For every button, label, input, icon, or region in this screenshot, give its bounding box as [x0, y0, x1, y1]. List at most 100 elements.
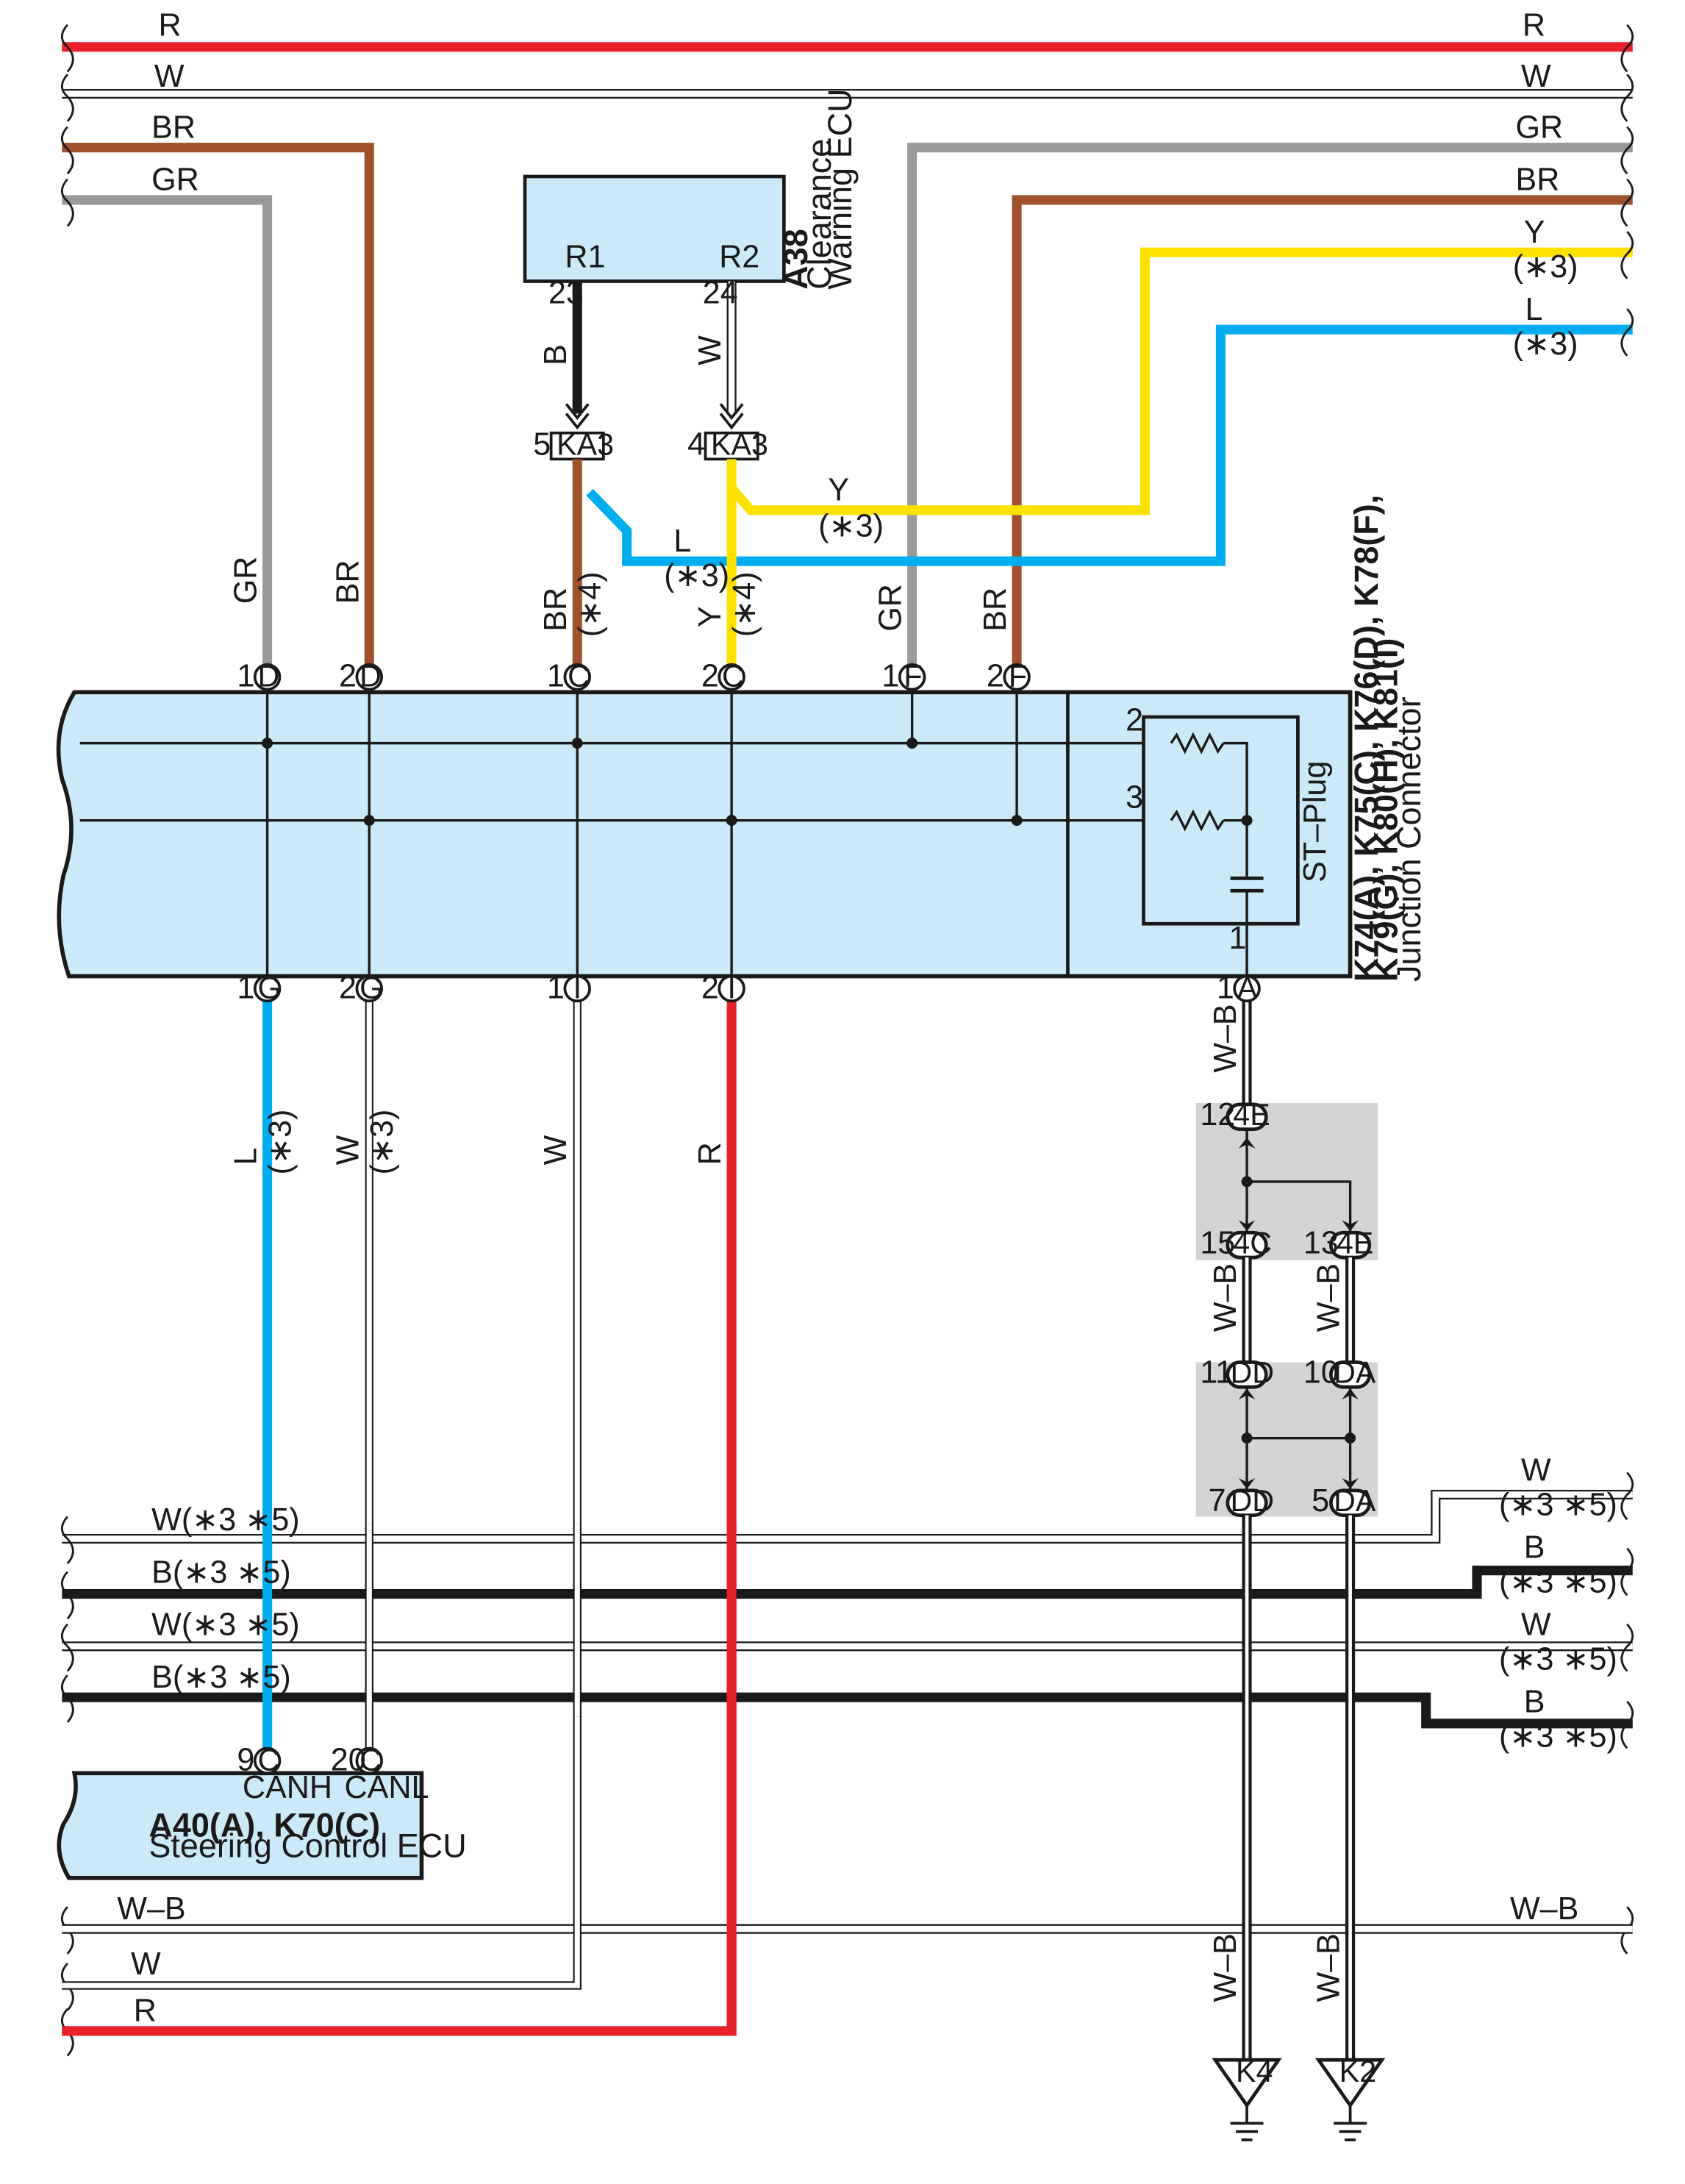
pin-c2-letter: C	[722, 660, 744, 693]
ka3-right-label: KA3	[711, 428, 768, 462]
pin-d2-num: 2	[339, 659, 357, 694]
wire-y-right	[728, 247, 1633, 515]
label-l-mid-note: (∗3)	[664, 558, 729, 593]
splice-c5: DA	[1334, 1484, 1376, 1518]
pin-f2-letter: F	[1009, 660, 1027, 693]
pin-canh: C 9	[237, 1742, 282, 1778]
label-br-d2: BR	[330, 560, 365, 604]
pin-i2-letter: I	[728, 971, 736, 1004]
junction-bottom-pins: G 1 G 2 I 1 I 2 A 1	[237, 970, 1261, 1006]
st-plug-label: ST–Plug	[1298, 761, 1333, 882]
can-wire-b1	[62, 1566, 1633, 1599]
pin-a1: A 1	[1217, 970, 1261, 1006]
label-r-bottom: R	[134, 1994, 157, 2029]
splice-p15: 15	[1200, 1225, 1235, 1260]
ground-k2: K2	[1315, 2055, 1386, 2141]
break-marks-lower	[60, 1471, 1634, 2057]
label-can-w2-right: W	[1521, 1607, 1551, 1643]
label-wb-k2: W–B	[1312, 1933, 1347, 2002]
label-w-left: W	[154, 59, 185, 94]
can-wire-w1	[62, 1489, 1633, 1544]
steering-canh: CANH	[243, 1770, 332, 1805]
pin-d2: D 2	[339, 659, 383, 694]
pin-f2: F 2	[987, 659, 1031, 694]
pin-i1-num: 1	[547, 970, 565, 1005]
wire-gr-right	[907, 143, 1633, 666]
pin-g1-letter: G	[257, 971, 281, 1004]
label-y-c2: Y	[693, 606, 728, 627]
pin-f1-letter: F	[904, 660, 922, 693]
label-gr-right: GR	[1515, 110, 1563, 145]
label-wb-bottom-left: W–B	[117, 1891, 185, 1927]
pin-a1-letter: A	[1237, 971, 1258, 1004]
label-l-g1: L	[229, 1147, 264, 1165]
pin-canl-letter: C	[359, 1743, 382, 1777]
wire-l-right	[586, 324, 1633, 566]
splice-p12: 12	[1200, 1097, 1235, 1132]
pin-canh-num: 9	[237, 1742, 254, 1777]
label-y-mid-note: (∗3)	[818, 508, 884, 543]
label-r-i2: R	[693, 1142, 728, 1165]
label-l-mid: L	[673, 524, 691, 559]
a38-pin-r2: R2	[719, 240, 759, 275]
junction-connector	[56, 690, 1353, 979]
splice-p10: 10	[1303, 1355, 1339, 1391]
a38-ecu: R1 R2	[523, 174, 786, 283]
wire-br-left	[62, 143, 374, 666]
pin-d1-letter: D	[257, 660, 279, 693]
label-can-b2-right-note: (∗3 ∗5)	[1499, 1719, 1617, 1755]
label-r-left: R	[159, 8, 182, 43]
splice-c7: DD	[1231, 1484, 1275, 1518]
st-plug: ST–Plug 2 3 1	[1126, 703, 1333, 977]
label-can-b1-right-note: (∗3 ∗5)	[1499, 1565, 1617, 1600]
splice-conn-15-4c: 4C 15	[1200, 1225, 1272, 1260]
label-br-c1: BR	[538, 588, 573, 632]
pin-canh-letter: C	[257, 1743, 279, 1777]
pin-i1: I 1	[547, 970, 591, 1006]
label-can-w1-right-note: (∗3 ∗5)	[1499, 1488, 1617, 1523]
pin-c2-num: 2	[701, 659, 719, 694]
pin-g2-letter: G	[359, 971, 383, 1004]
label-wb-splice-left: W–B	[1208, 1263, 1243, 1332]
steering-name: Steering Control ECU	[149, 1827, 466, 1865]
label-wb-a1: W–B	[1208, 1004, 1243, 1072]
pin-c1-num: 1	[547, 659, 565, 694]
steering-ecu: CANH CANL A40(A), K70(C) Steering Contro…	[57, 1770, 467, 1880]
label-can-b2-left: B(∗3 ∗5)	[151, 1660, 291, 1695]
wire-gr-left	[62, 195, 273, 666]
label-br-f2: BR	[978, 588, 1013, 632]
label-r-right: R	[1523, 8, 1545, 43]
splice-c13: 4E	[1337, 1226, 1373, 1260]
label-can-b1-left: B(∗3 ∗5)	[151, 1555, 291, 1590]
label-y-right-note: (∗3)	[1513, 249, 1578, 285]
label-wb-bottom-right: W–B	[1510, 1891, 1578, 1927]
pin-i2-num: 2	[701, 970, 719, 1005]
label-wb-k4: W–B	[1208, 1933, 1243, 2002]
label-w-a38: W	[693, 335, 728, 365]
pin-f1: F 1	[881, 659, 926, 694]
a38-name-line1: Clearance	[801, 139, 838, 290]
st-pin-3: 3	[1126, 780, 1143, 816]
pin-canl-num: 20	[331, 1742, 366, 1777]
label-y-c2-note: (∗4)	[727, 571, 762, 637]
ground-k2-label: K2	[1339, 2055, 1376, 2088]
pin-canl: C 20	[331, 1742, 383, 1778]
ka3-right-pin: 4	[687, 427, 705, 463]
label-l-right: L	[1525, 292, 1543, 327]
pin-a1-num: 1	[1217, 970, 1234, 1005]
label-br-left: BR	[151, 110, 196, 145]
ka3-connector-left: KA3	[549, 428, 614, 462]
st-pin-2: 2	[1126, 703, 1143, 738]
pin-c1-letter: C	[568, 660, 590, 693]
label-br-c1-note: (∗4)	[573, 571, 608, 637]
label-l-right-note: (∗3)	[1513, 326, 1578, 362]
a38-label: A38 Clearance Warning ECU	[777, 88, 859, 289]
splice-conn-11-dd: DD 11	[1200, 1355, 1274, 1391]
splice-conn-13-4e: 4E 13	[1303, 1225, 1373, 1260]
pin-i1-letter: I	[573, 971, 582, 1004]
ground-k4-label: K4	[1236, 2055, 1273, 2088]
junction-label: K74(A), K75(C), K76(D), K78(F), K79(G), …	[1348, 495, 1428, 982]
splice-p5: 5	[1312, 1483, 1329, 1519]
pin-d2-letter: D	[359, 660, 382, 693]
splice-p11: 11	[1200, 1355, 1233, 1391]
